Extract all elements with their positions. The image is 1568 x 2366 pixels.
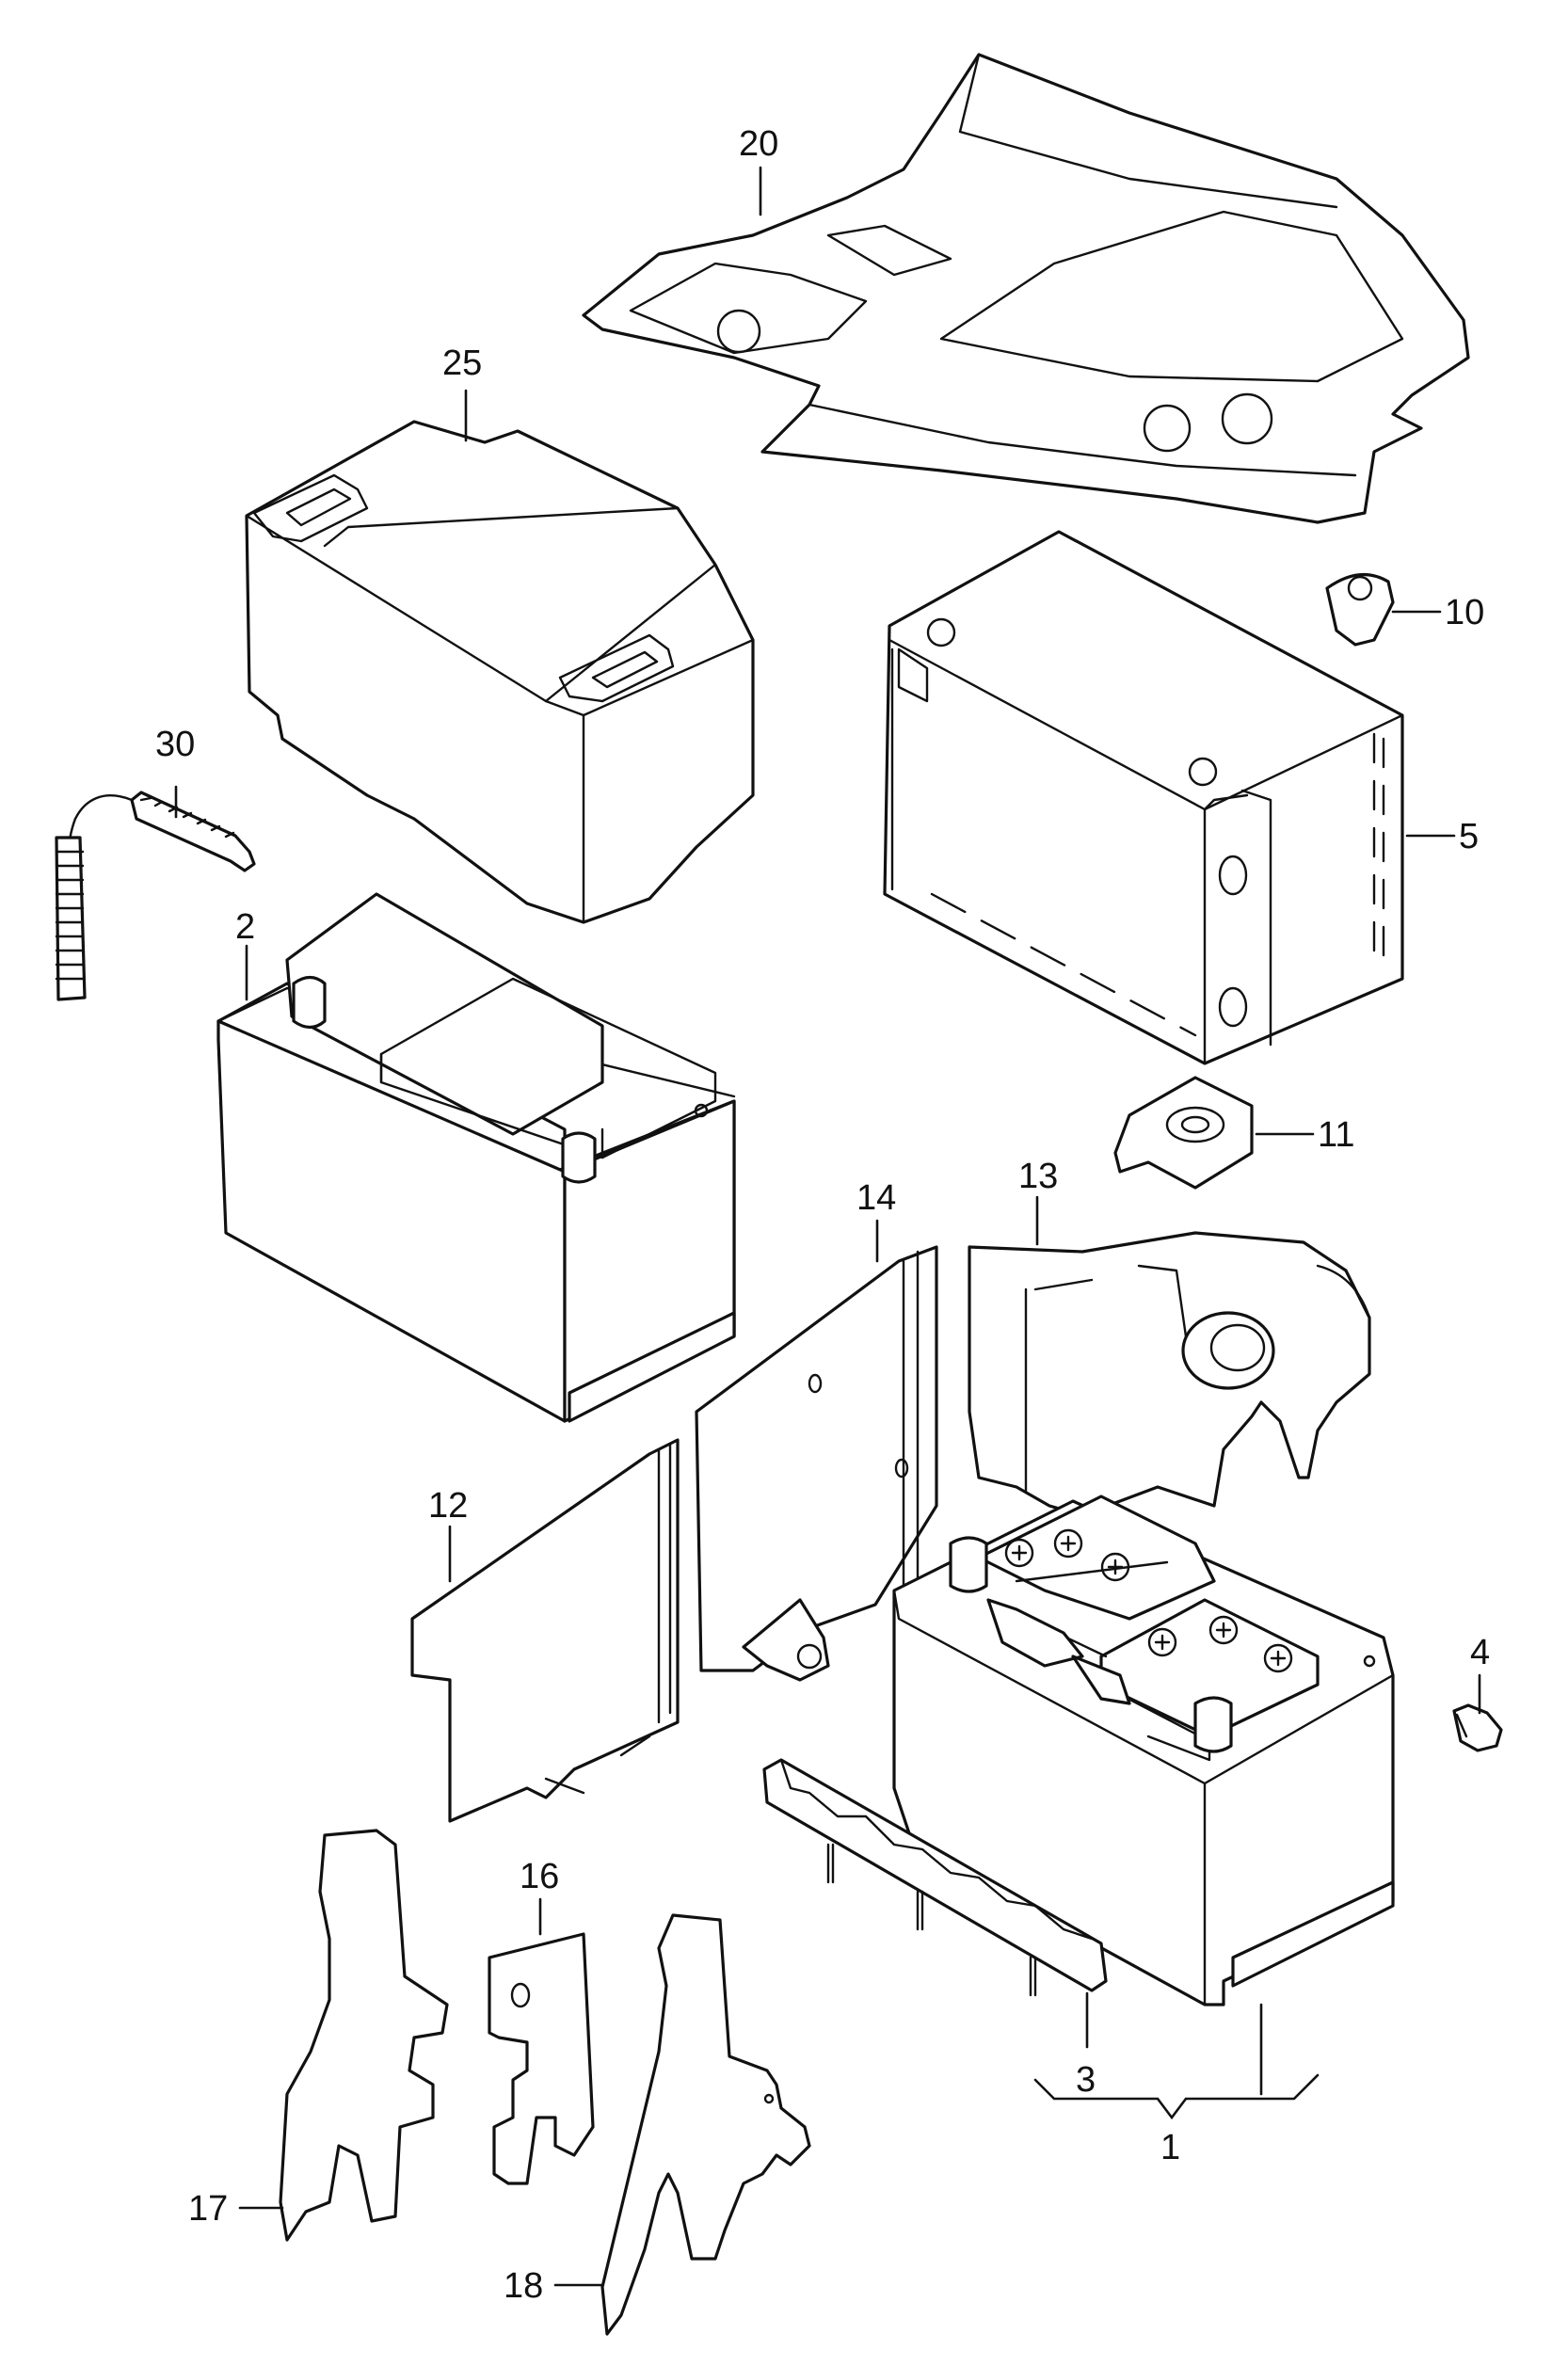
part-1-battery-assembly: [892, 1495, 1395, 2006]
callout-20: 20: [739, 124, 778, 164]
part-18-gasket: [600, 1913, 811, 2336]
callout-1: 1: [1160, 2128, 1180, 2167]
callout-25: 25: [442, 344, 482, 383]
callout-17: 17: [188, 2189, 228, 2229]
part-17-gasket: [279, 1829, 449, 2242]
part-4-bolt: [1452, 1703, 1503, 1752]
part-13-bracket: [968, 1231, 1371, 1517]
callout-14: 14: [856, 1178, 896, 1218]
part-20-cover: [582, 53, 1470, 524]
callout-12: 12: [428, 1486, 468, 1526]
part-12-plate: [410, 1438, 680, 1823]
callout-18: 18: [504, 2266, 543, 2306]
callout-30: 30: [155, 725, 195, 764]
callout-16: 16: [520, 1857, 559, 1896]
callout-10: 10: [1445, 593, 1484, 632]
part-10-clip: [1325, 572, 1395, 647]
callout-2: 2: [235, 907, 255, 947]
part-11-terminal-cap: [1113, 1076, 1254, 1190]
part-3-clamp-bar: [762, 1758, 1108, 1997]
callout-13: 13: [1018, 1157, 1058, 1196]
callout-labels: 20 25 10 5 30 2 11 13 14 12 4 16 3 1 17 …: [155, 124, 1490, 2306]
part-25-insulation-box: [245, 420, 755, 924]
part-14-plate: [695, 1245, 938, 1682]
callout-5: 5: [1459, 817, 1479, 856]
callout-3: 3: [1076, 2060, 1096, 2100]
part-30-bolt: [55, 791, 256, 1001]
part-5-battery-box: [883, 530, 1404, 1065]
callout-4: 4: [1470, 1633, 1490, 1672]
part-2-battery: [216, 892, 736, 1423]
callout-11: 11: [1318, 1115, 1354, 1155]
leader-lines: [174, 166, 1481, 2287]
part-16-gasket: [488, 1932, 595, 2185]
